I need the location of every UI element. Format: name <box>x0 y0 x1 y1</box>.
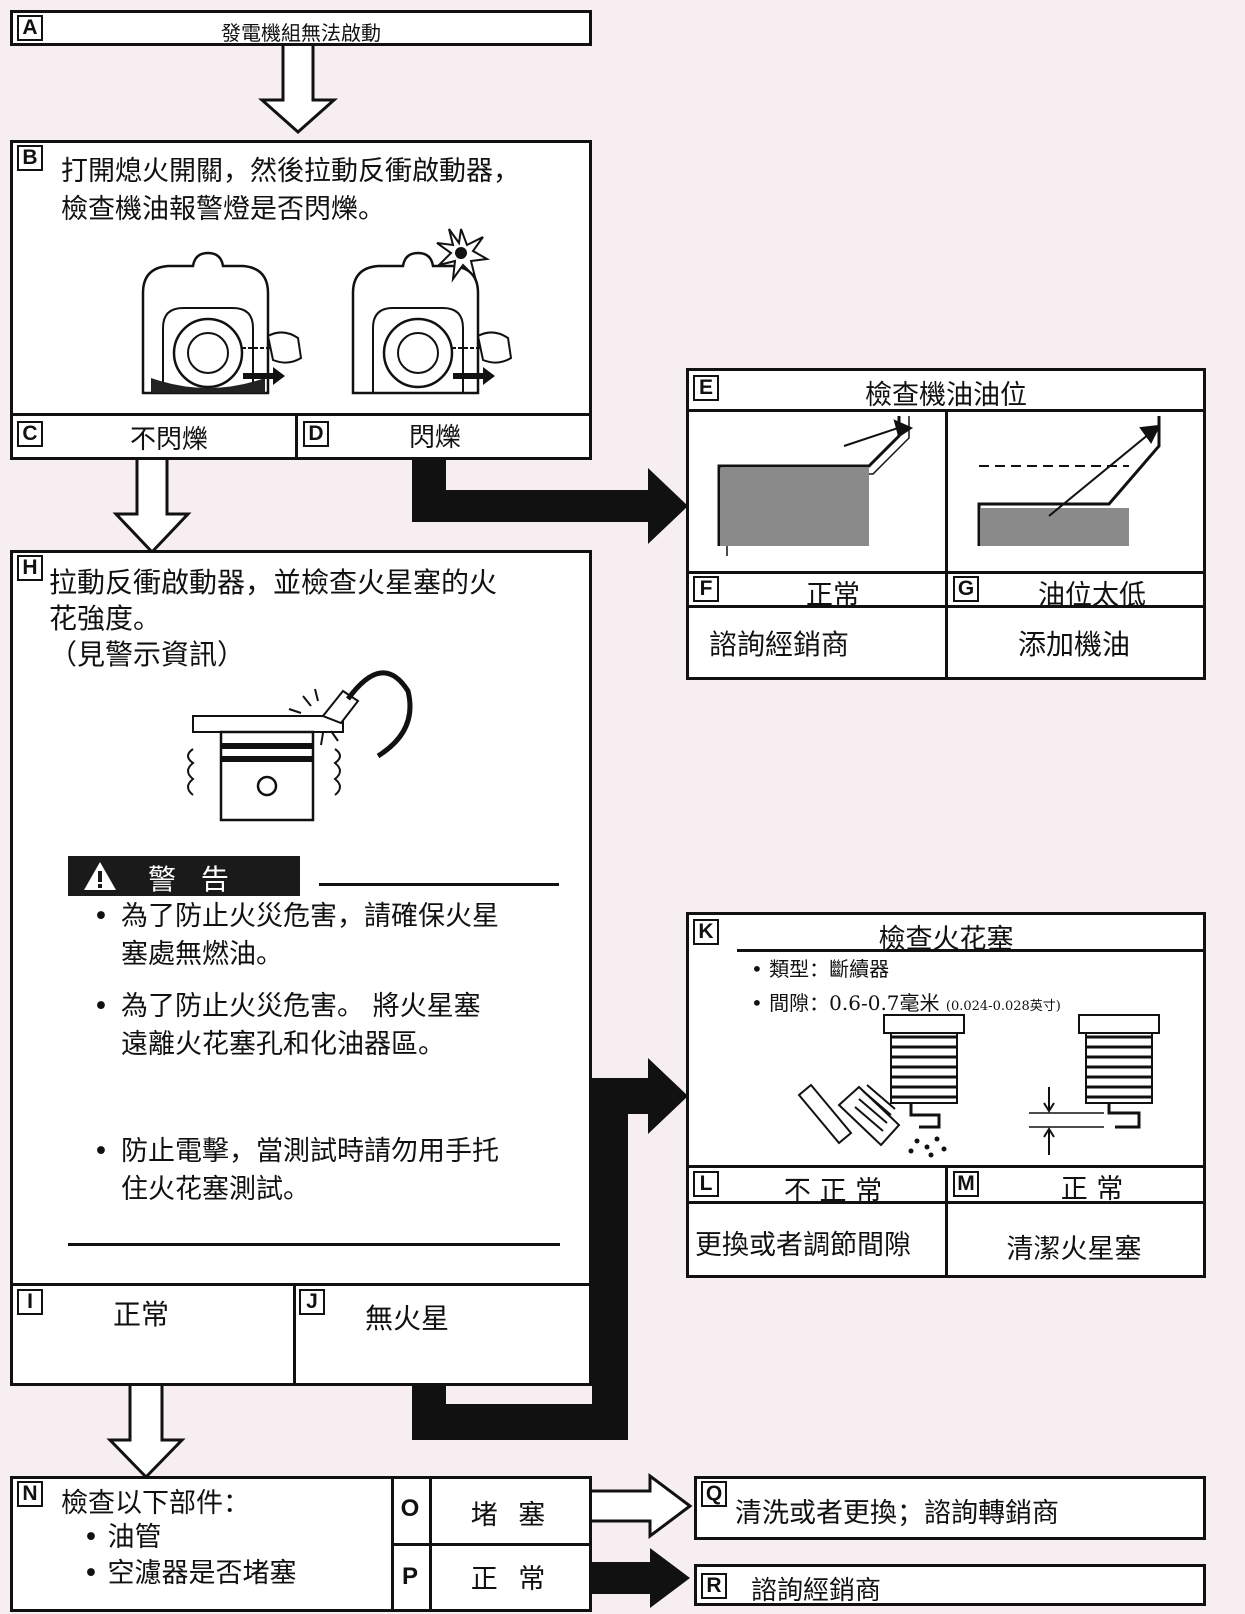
step-k-label: K <box>693 919 719 945</box>
warning-bullet-3: • 防止電擊，當測試時請勿用手托 住火花塞測試。 <box>93 1133 499 1209</box>
step-r-label: R <box>701 1573 727 1599</box>
warning-bullet-1-line1: 為了防止火災危害，請確保火星 <box>121 901 499 932</box>
branch-c-text: 不閃爍 <box>129 425 208 455</box>
branch-g-text: 油位太低 <box>1038 580 1146 611</box>
arrow-c-to-h <box>112 456 192 555</box>
warning-title: 警 告 <box>148 863 237 896</box>
arrow-a-to-b <box>258 42 338 135</box>
branch-p-text: 正 常 <box>470 1564 552 1595</box>
branch-d-text: 閃爍 <box>408 423 461 453</box>
arrow-j-to-k <box>412 1058 688 1440</box>
warning-bullet-3-line1: 防止電擊，當測試時請勿用手托 <box>121 1136 499 1167</box>
step-h-line2: 花強度。 <box>49 602 162 635</box>
spark-plug-gap-inch: (0.024-0.028英寸) <box>945 999 1061 1014</box>
engine-illustration-flash <box>351 228 513 395</box>
branch-l-label: L <box>693 1171 719 1197</box>
step-k-box: K 檢查火花塞 • 類型：斷續器 • 間隙：0.6-0.7毫米 (0.024-0… <box>686 912 1206 1278</box>
step-h-line1: 拉動反衝啟動器，並檢查火星塞的火 <box>49 566 498 599</box>
branch-m-action: 清潔火星塞 <box>1006 1234 1142 1265</box>
warning-bullet-1-line2: 塞處無燃油。 <box>121 939 283 970</box>
warning-bullet-1: • 為了防止火災危害，請確保火星 塞處無燃油。 <box>93 898 499 974</box>
warning-bullet-2: • 為了防止火災危害。 將火星塞 遠離火花塞孔和化油器區。 <box>93 988 481 1064</box>
branch-j-label: J <box>299 1289 325 1315</box>
branch-p-label: P <box>401 1563 418 1590</box>
step-q-label: Q <box>701 1481 727 1507</box>
engine-illustration-no-flash <box>141 251 303 395</box>
step-b-box: B 打開熄火開關，然後拉動反衝啟動器， 檢查機油報警燈是否閃爍。 C 不閃爍 D… <box>10 140 592 460</box>
step-n-label: N <box>17 1481 43 1507</box>
warning-banner: 警 告 <box>68 856 300 896</box>
oil-lamp-flash-icon <box>435 228 491 283</box>
arrow-o-to-q <box>585 1473 693 1539</box>
warning-bullet-2-line1: 為了防止火災危害。 將火星塞 <box>121 991 481 1022</box>
branch-f-action: 諮詢經銷商 <box>709 628 850 661</box>
branch-f-label: F <box>693 576 719 602</box>
branch-d-label: D <box>303 421 329 447</box>
step-h-line3: （見警示資訊） <box>49 638 246 671</box>
step-a-label: A <box>17 15 43 41</box>
warning-bullet-3-line2: 住火花塞測試。 <box>121 1174 310 1205</box>
branch-l-action: 更換或者調節間隙 <box>695 1230 911 1261</box>
step-h-label: H <box>17 555 43 581</box>
step-b-line1: 打開熄火開關，然後拉動反衝啟動器， <box>61 156 520 187</box>
branch-m-label: M <box>953 1171 979 1197</box>
warning-bullet-2-line2: 遠離火花塞孔和化油器區。 <box>121 1029 445 1060</box>
step-q-box: Q 清洗或者更換；諮詢轉銷商 <box>694 1476 1206 1540</box>
spark-plug-test-illustration <box>187 670 413 822</box>
branch-c-label: C <box>17 421 43 447</box>
branch-g-action: 添加機油 <box>1017 628 1130 661</box>
step-e-label: E <box>693 375 719 401</box>
step-n-item-1: • 油管 <box>83 1522 162 1553</box>
spark-plug-gap-illustration <box>1029 1014 1160 1155</box>
step-r-box: R 諮詢經銷商 <box>694 1564 1206 1606</box>
step-n-text: 檢查以下部件： <box>61 1488 250 1519</box>
wire-brush-icon <box>797 1083 901 1147</box>
branch-i-label: I <box>17 1289 43 1315</box>
step-n-item-2: • 空濾器是否堵塞 <box>83 1558 297 1589</box>
step-b-label: B <box>17 145 43 171</box>
step-a-box: A 發電機組無法啟動 <box>10 10 592 46</box>
warning-triangle-icon <box>84 862 116 890</box>
branch-g-label: G <box>953 576 979 602</box>
step-e-text: 檢查機油油位 <box>865 380 1027 411</box>
step-b-line2: 檢查機油報警燈是否閃爍。 <box>61 194 385 225</box>
step-e-box: E 檢查機油油位 F 正常 G 油位太低 諮詢經銷商 添加機油 <box>686 368 1206 680</box>
branch-l-text: 不 正 常 <box>783 1176 883 1207</box>
step-a-text: 發電機組無法啟動 <box>221 21 381 45</box>
branch-i-text: 正常 <box>113 1298 170 1331</box>
branch-j-text: 無火星 <box>365 1302 450 1335</box>
step-n-box: N 檢查以下部件： • 油管 • 空濾器是否堵塞 O 堵 塞 P 正 常 <box>10 1476 592 1612</box>
branch-f-text: 正常 <box>806 580 860 611</box>
branch-m-text: 正 常 <box>1060 1174 1124 1205</box>
arrow-i-to-n <box>106 1382 186 1480</box>
arrow-p-to-r <box>587 1548 690 1608</box>
step-h-box: H 拉動反衝啟動器，並檢查火星塞的火 花強度。 （見警示資訊） 警 告 • 為了… <box>10 550 592 1386</box>
step-r-text: 諮詢經銷商 <box>751 1576 882 1606</box>
step-q-text: 清洗或者更換；諮詢轉銷商 <box>735 1498 1059 1529</box>
branch-o-label: O <box>400 1495 420 1522</box>
oil-level-normal-illustration <box>717 416 914 556</box>
spark-plug-cleaning-illustration <box>797 1014 965 1158</box>
arrow-d-to-e <box>412 460 688 544</box>
branch-o-text: 堵 塞 <box>470 1500 552 1531</box>
oil-level-low-illustration <box>977 416 1161 546</box>
spark-plug-type: • 類型：斷續器 <box>751 957 890 981</box>
spark-plug-gap: • 間隙：0.6-0.7毫米 (0.024-0.028英寸) <box>751 991 1061 1015</box>
